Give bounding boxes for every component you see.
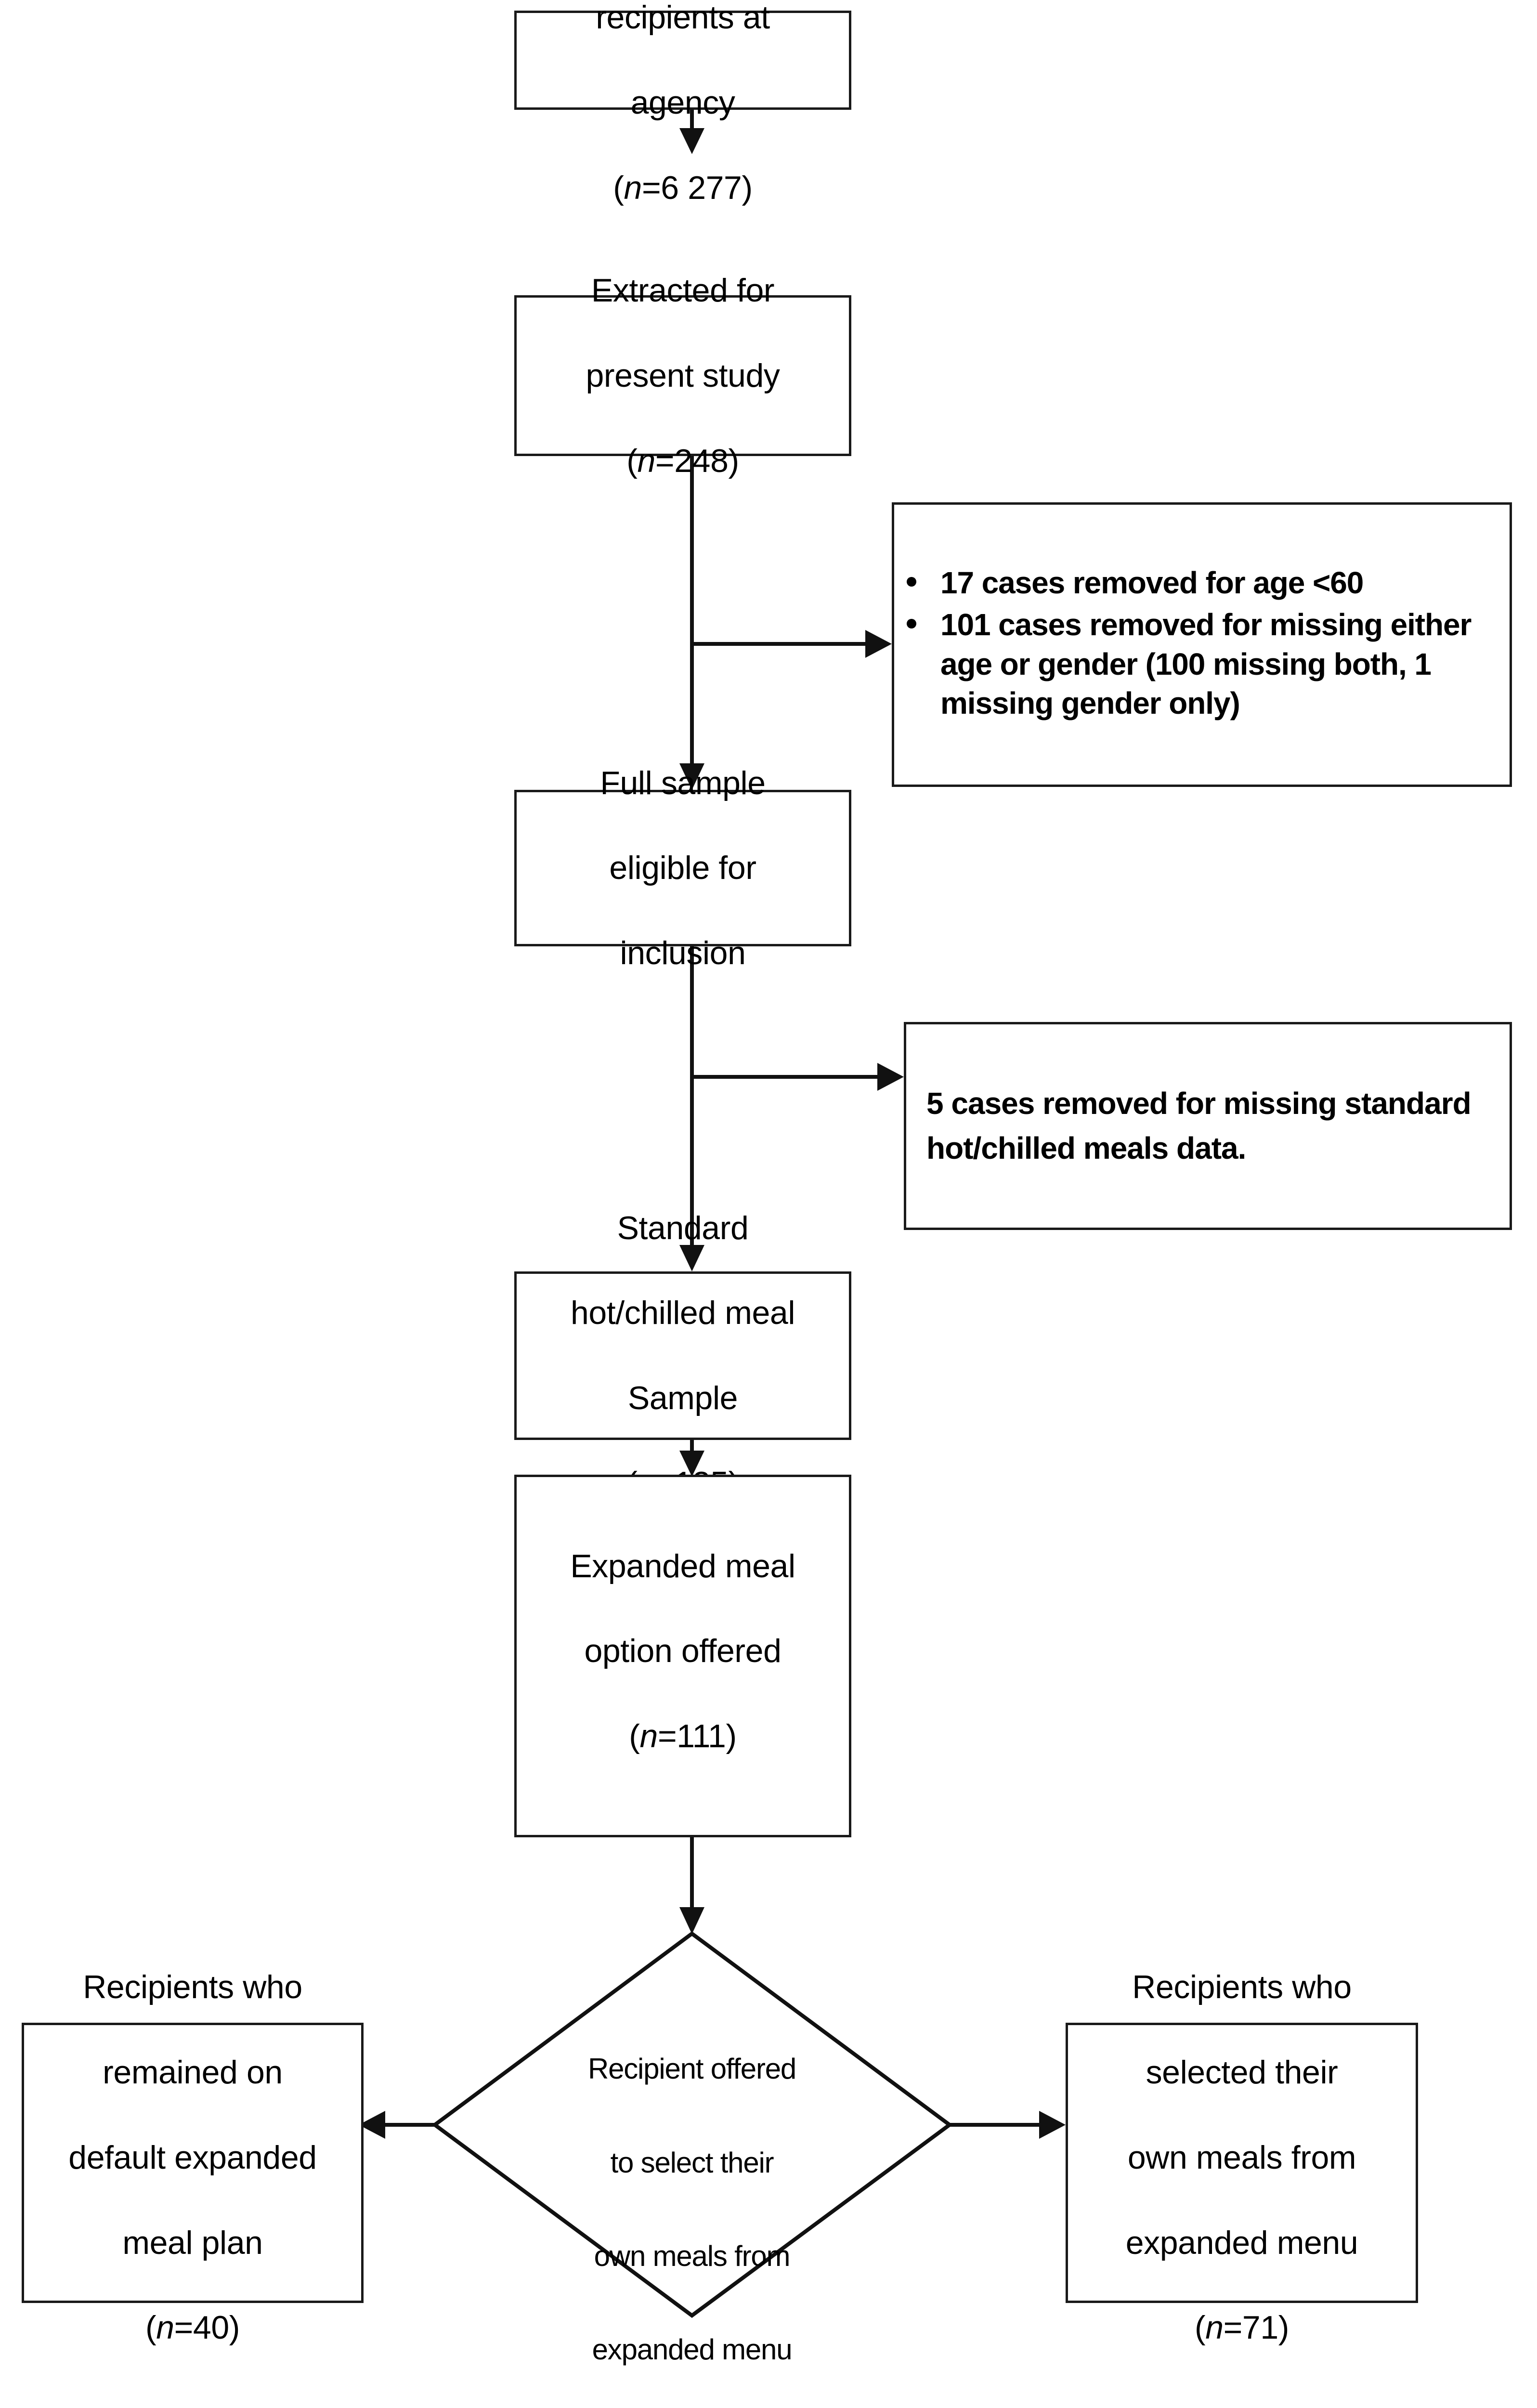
node-expanded-offered-text: Expanded meal option offered (n=111) — [564, 1502, 801, 1800]
node-extracted-count: (n=248) — [586, 440, 780, 482]
node-extracted-text: Extracted for present study (n=248) — [580, 227, 785, 525]
node-standard-sample-line1: Standard — [617, 1209, 749, 1246]
node-total-hdm-text: Total HDM recipients at agency (n=6 277) — [590, 0, 775, 252]
connector-decision-to-selected — [950, 2111, 1066, 2139]
node-remained-default-text: Recipients who remained on default expan… — [63, 1924, 322, 2392]
connector-branch-exclusion-2 — [692, 1063, 904, 1091]
node-extracted-line1: Extracted for — [591, 272, 775, 309]
connector-fullsample-to-standard — [679, 946, 704, 1271]
node-remained-default-line4: meal plan — [122, 2224, 263, 2261]
node-selected-own-meals: Recipients who selected their own meals … — [1066, 1969, 1418, 2346]
node-total-hdm-count-value: =6 277) — [641, 169, 753, 206]
node-standard-sample-line2: hot/chilled meal — [570, 1295, 795, 1332]
node-expanded-offered-count-prefix: ( — [629, 1718, 640, 1755]
node-remained-default-plan: Recipients who remained on default expan… — [22, 1969, 364, 2346]
node-expanded-option-offered: Expanded meal option offered (n=111) — [514, 1475, 851, 1837]
connector-extracted-to-fullsample — [679, 456, 704, 790]
node-remained-default-line3: default expanded — [68, 2139, 317, 2176]
connector-total-to-extracted — [679, 110, 704, 154]
node-standard-sample-line3: Sample — [627, 1380, 738, 1417]
node-expanded-offered-line2: option offered — [584, 1633, 782, 1670]
flowchart-canvas: Total HDM recipients at agency (n=6 277)… — [22, 0, 1512, 2366]
node-total-hdm-count-n: n — [624, 169, 642, 206]
connector-standard-to-expanded — [679, 1440, 704, 1477]
exclusion-bullet-item: 101 cases removed for missing either age… — [894, 605, 1510, 723]
node-selected-own-count: (n=71) — [1126, 2306, 1358, 2349]
decision-diamond-shape — [431, 1931, 953, 2318]
decision-line4: expanded menu — [592, 2333, 793, 2366]
node-full-sample-eligible: Full sample eligible for inclusion — [514, 765, 851, 971]
node-selected-own-line4: expanded menu — [1125, 2224, 1358, 2261]
exclusion-bullet-list: 17 cases removed for age <60 101 cases r… — [894, 563, 1510, 726]
node-remained-default-line2: remained on — [103, 2054, 283, 2091]
node-remained-default-count-prefix: ( — [145, 2309, 156, 2346]
node-total-hdm-count-prefix: ( — [613, 169, 624, 206]
node-remained-default-count: (n=40) — [68, 2306, 316, 2349]
node-remained-default-line1: Recipients who — [83, 1969, 302, 2006]
node-selected-own-count-prefix: ( — [1194, 2309, 1206, 2346]
node-full-sample-line3: inclusion — [620, 935, 746, 972]
exclusion-bullet-item: 17 cases removed for age <60 — [894, 563, 1510, 602]
note-exclusion-criteria-1: 17 cases removed for age <60 101 cases r… — [892, 502, 1512, 787]
node-total-hdm-line3: agency — [630, 84, 735, 121]
node-extracted-count-n: n — [637, 442, 656, 479]
node-selected-own-count-value: =71) — [1223, 2309, 1290, 2346]
bullet-dot-icon — [907, 576, 916, 587]
node-total-hdm-count: (n=6 277) — [596, 167, 769, 209]
node-expanded-offered-count-value: =111) — [657, 1718, 737, 1755]
connector-branch-exclusion-1 — [692, 630, 892, 658]
node-full-sample-text: Full sample eligible for inclusion — [594, 719, 771, 1017]
note-exclusion-criteria-2: 5 cases removed for missing standard hot… — [904, 1022, 1512, 1230]
node-total-hdm-recipients: Total HDM recipients at agency (n=6 277) — [514, 0, 851, 206]
node-extracted-count-value: =248) — [655, 442, 739, 479]
node-selected-own-line2: selected their — [1146, 2054, 1338, 2091]
decision-line1: Recipient offered — [587, 2053, 796, 2085]
node-remained-default-count-n: n — [156, 2309, 174, 2346]
node-selected-own-line1: Recipients who — [1132, 1969, 1352, 2006]
decision-diamond-label: Recipient offered to select their own me… — [535, 1999, 848, 2408]
exclusion-bullet-2-text: 101 cases removed for missing either age… — [940, 607, 1472, 720]
connector-expanded-to-decision — [679, 1837, 704, 1934]
node-expanded-offered-count-n: n — [639, 1718, 658, 1755]
flowchart-connectors — [359, 110, 1066, 2318]
decision-line2: to select their — [610, 2146, 774, 2179]
node-selected-own-count-n: n — [1205, 2309, 1224, 2346]
node-standard-sample-text: Standard hot/chilled meal Sample (n=125) — [565, 1164, 801, 1547]
node-remained-default-count-value: =40) — [174, 2309, 240, 2346]
bullet-dot-icon — [907, 619, 916, 629]
node-full-sample-line2: eligible for — [609, 850, 756, 887]
node-extracted-count-prefix: ( — [626, 442, 638, 479]
connector-decision-to-remained — [359, 2111, 435, 2139]
node-expanded-offered-line1: Expanded meal — [570, 1547, 795, 1584]
node-selected-own-text: Recipients who selected their own meals … — [1120, 1924, 1364, 2392]
node-extracted-line2: present study — [586, 357, 780, 394]
decision-line3: own meals from — [594, 2239, 791, 2272]
node-full-sample-line1: Full sample — [600, 764, 766, 801]
exclusion-note-2-text: 5 cases removed for missing standard hot… — [926, 1086, 1472, 1165]
node-expanded-offered-count: (n=111) — [570, 1715, 795, 1757]
exclusion-bullet-1-text: 17 cases removed for age <60 — [940, 565, 1364, 600]
node-selected-own-line3: own meals from — [1127, 2139, 1356, 2176]
node-standard-meal-sample: Standard hot/chilled meal Sample (n=125) — [514, 1210, 851, 1502]
node-extracted-for-study: Extracted for present study (n=248) — [514, 272, 851, 479]
node-total-hdm-line2: recipients at — [596, 0, 770, 36]
